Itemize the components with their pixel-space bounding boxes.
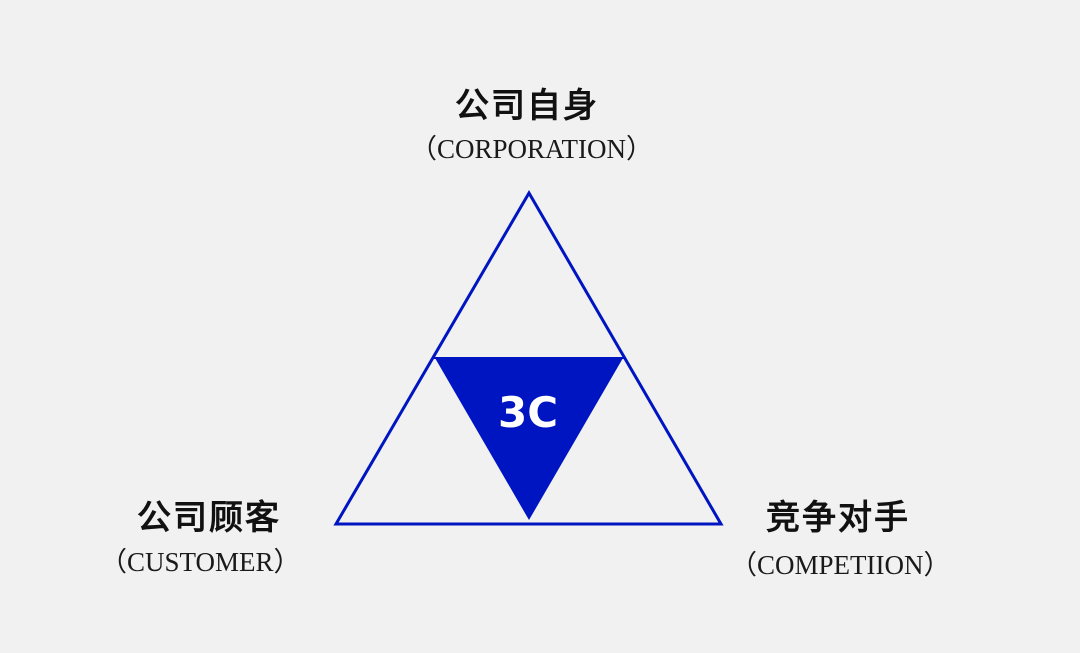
node-right-title: 竞争对手 [766, 498, 910, 538]
center-label: 3C [498, 388, 558, 437]
node-left-subtitle: （CUSTOMER） [100, 547, 301, 577]
node-right-subtitle: （COMPETIION） [730, 550, 951, 580]
outer-triangle [333, 190, 724, 526]
node-top-title: 公司自身 [455, 86, 599, 126]
center-triangle [435, 358, 623, 520]
node-left-title: 公司顾客 [137, 498, 281, 538]
node-top-subtitle: （CORPORATION） [410, 134, 654, 164]
